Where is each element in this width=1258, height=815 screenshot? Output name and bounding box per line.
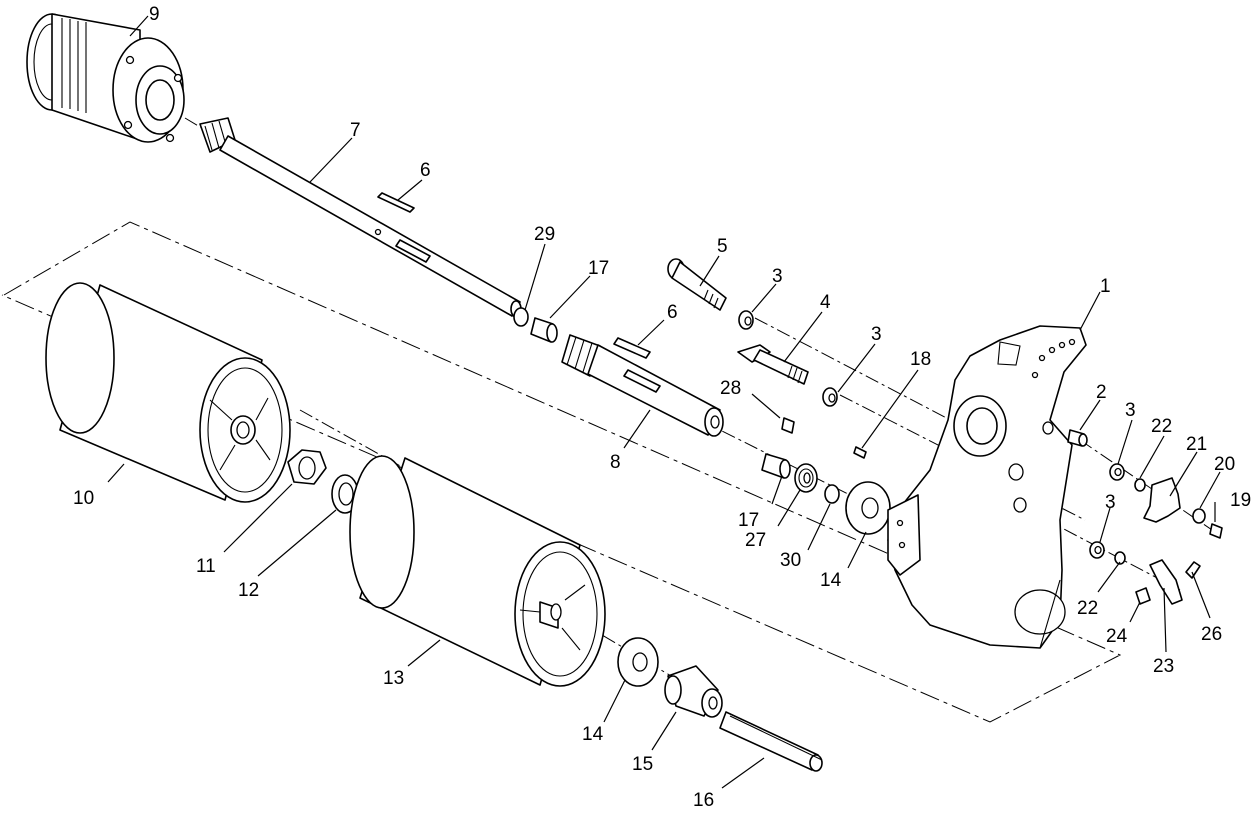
- part-3-spacer-c: [1109, 463, 1125, 481]
- part-3-spacer-b: [822, 387, 838, 407]
- callout-16: 16: [693, 790, 714, 811]
- callout-29: 29: [534, 224, 555, 245]
- part-9-motor: [26, 13, 185, 143]
- part-21-latch: [1143, 477, 1181, 523]
- callout-13: 13: [383, 668, 404, 689]
- part-3-spacer-d: [1089, 541, 1105, 559]
- callout-3: 3: [1105, 492, 1116, 513]
- callout-2: 2: [1096, 382, 1107, 403]
- callout-1: 1: [1100, 276, 1111, 297]
- callout-19: 19: [1230, 490, 1251, 511]
- part-3-spacer-a: [738, 310, 754, 330]
- part-8-splined-shaft: [561, 334, 724, 437]
- part-16-hex-shaft: [719, 711, 823, 772]
- part-14-seal-lower: [617, 637, 659, 687]
- callout-5: 5: [717, 236, 728, 257]
- part-28-roll-pin: [781, 417, 795, 434]
- part-13-roller: [349, 455, 606, 687]
- callout-10: 10: [73, 488, 94, 509]
- callout-11: 11: [196, 556, 216, 577]
- leader-lines: [107, 15, 1221, 789]
- callout-18: 18: [910, 349, 931, 370]
- callout-3: 3: [772, 266, 783, 287]
- part-11-hex-nut: [287, 449, 327, 485]
- callout-15: 15: [632, 754, 653, 775]
- callout-17: 17: [588, 258, 609, 279]
- part-14-seal-upper: [845, 481, 891, 535]
- callout-9: 9: [149, 4, 160, 25]
- callout-4: 4: [820, 292, 831, 313]
- callout-labels: 9 7 6 29 17 5 3 6 4 3 1 18 28 2 3 22 21 …: [73, 4, 1251, 811]
- callout-14: 14: [820, 570, 842, 591]
- part-29-ring: [513, 307, 529, 327]
- part-30-o-ring: [824, 484, 840, 504]
- callout-3: 3: [1125, 400, 1136, 421]
- callout-27: 27: [745, 530, 766, 551]
- callout-21: 21: [1186, 434, 1207, 455]
- callout-20: 20: [1214, 454, 1235, 475]
- callout-22: 22: [1077, 598, 1098, 619]
- part-10-roller: [45, 282, 291, 503]
- callout-17: 17: [738, 510, 759, 531]
- part-17-bushing-upper: [530, 317, 558, 343]
- callout-6: 6: [667, 302, 678, 323]
- part-22-retainer-upper: [1134, 478, 1146, 492]
- part-19-bolt: [1209, 523, 1223, 539]
- part-2-bushing: [1067, 429, 1088, 447]
- part-18-pin: [853, 446, 867, 459]
- part-15-bearing-housing: [664, 665, 723, 718]
- part-23-lever: [1149, 559, 1183, 605]
- part-4-arm-pin: [737, 344, 809, 385]
- callout-24: 24: [1106, 626, 1128, 647]
- part-17-bushing-lower: [761, 453, 791, 479]
- callout-28: 28: [720, 378, 741, 399]
- part-27-bearing: [794, 463, 818, 493]
- callout-30: 30: [780, 550, 801, 571]
- callout-14: 14: [582, 724, 604, 745]
- callout-26: 26: [1201, 624, 1222, 645]
- callout-3: 3: [871, 324, 882, 345]
- part-6-key-lower: [613, 337, 651, 359]
- callout-6: 6: [420, 160, 431, 181]
- callout-23: 23: [1153, 656, 1174, 677]
- callout-7: 7: [350, 120, 361, 141]
- callout-12: 12: [238, 580, 259, 601]
- part-20-washer: [1192, 508, 1206, 524]
- part-7-drive-shaft: [199, 117, 522, 318]
- part-5-pin: [667, 258, 727, 311]
- callout-8: 8: [610, 452, 621, 473]
- part-24-nut: [1135, 587, 1151, 605]
- part-26-screw: [1185, 561, 1201, 579]
- part-22-retainer-lower: [1114, 551, 1126, 565]
- callout-22: 22: [1151, 416, 1172, 437]
- part-1-side-plate: [887, 325, 1087, 649]
- assembly-boundary: [1, 221, 1122, 723]
- part-6-key-upper: [377, 192, 431, 263]
